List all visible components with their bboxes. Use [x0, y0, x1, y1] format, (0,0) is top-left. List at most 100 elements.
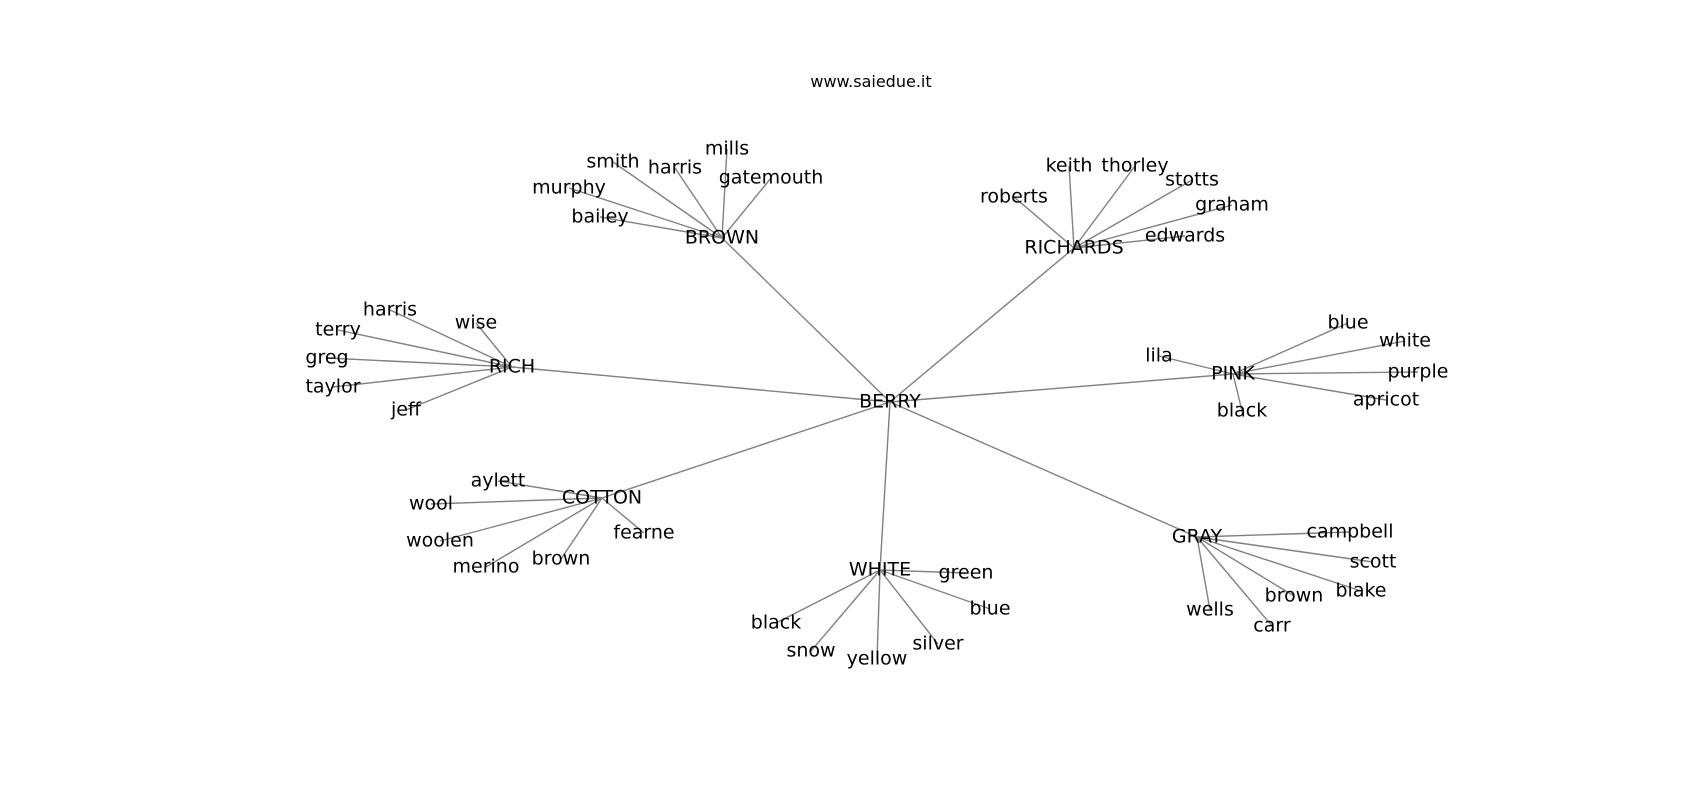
- edge-cotton-woolen: [439, 497, 603, 542]
- leaf-node-rich-jeff: jeff: [390, 399, 422, 421]
- group-node-rich: RICH: [489, 356, 535, 378]
- edge-root-white: [879, 401, 891, 571]
- leaf-node-white-silver: silver: [912, 633, 963, 655]
- edge-layer: [326, 148, 1419, 660]
- edge-white-silver: [879, 569, 939, 645]
- leaf-node-brown-murphy: murphy: [532, 177, 606, 199]
- edge-cotton-fearne: [601, 497, 645, 534]
- leaf-node-white-green: green: [939, 562, 994, 584]
- edge-pink-lila: [1158, 355, 1234, 375]
- edge-gray-brown: [1196, 536, 1295, 597]
- leaf-node-rich-harris: harris: [363, 299, 417, 321]
- edge-root-pink: [889, 373, 1234, 403]
- edge-gray-scott: [1196, 536, 1374, 563]
- edge-richards-thorley: [1073, 165, 1136, 249]
- edge-rich-taylor: [332, 366, 513, 388]
- leaf-node-white-blue: blue: [969, 598, 1010, 620]
- site-title: www.saiedue.it: [810, 72, 932, 91]
- leaf-node-cotton-aylett: aylett: [471, 470, 526, 492]
- edge-rich-wise: [475, 322, 513, 368]
- leaf-node-white-snow: snow: [786, 640, 835, 662]
- leaf-node-gray-wells: wells: [1186, 599, 1234, 621]
- edge-richards-stotts: [1073, 179, 1193, 249]
- group-node-pink: PINK: [1211, 363, 1255, 385]
- leaf-node-pink-apricot: apricot: [1353, 389, 1419, 411]
- edge-gray-wells: [1196, 536, 1211, 611]
- edge-richards-graham: [1073, 204, 1233, 249]
- edge-gray-carr: [1196, 536, 1273, 627]
- leaf-node-white-black: black: [751, 612, 801, 634]
- leaf-node-brown-harris: harris: [648, 157, 702, 179]
- edge-rich-greg: [326, 357, 513, 368]
- edge-rich-harris: [389, 309, 513, 368]
- edge-root-rich: [511, 366, 891, 403]
- edge-brown-smith: [612, 161, 723, 239]
- leaf-node-brown-smith: smith: [586, 151, 639, 173]
- leaf-node-richards-thorley: thorley: [1101, 155, 1168, 177]
- leaf-node-rich-greg: greg: [305, 347, 348, 369]
- edge-brown-mills: [721, 148, 728, 239]
- root-node-label: BERRY: [859, 391, 921, 413]
- leaf-node-pink-blue: blue: [1327, 312, 1368, 334]
- leaf-node-rich-taylor: taylor: [305, 376, 360, 398]
- edge-richards-edwards: [1073, 235, 1186, 249]
- leaf-node-pink-lila: lila: [1145, 345, 1172, 367]
- group-node-gray: GRAY: [1172, 526, 1223, 548]
- leaf-node-gray-brown: brown: [1265, 585, 1324, 607]
- edge-rich-jeff: [405, 366, 513, 411]
- leaf-node-cotton-wool: wool: [409, 493, 453, 515]
- group-node-richards: RICHARDS: [1024, 237, 1123, 259]
- edge-brown-harris: [674, 167, 723, 239]
- group-node-white: WHITE: [849, 559, 911, 581]
- edge-brown-gatemouth: [721, 177, 772, 239]
- leaf-node-richards-keith: keith: [1046, 155, 1093, 177]
- edge-root-gray: [889, 401, 1198, 538]
- group-node-cotton: COTTON: [562, 487, 642, 509]
- edge-white-yellow: [876, 569, 881, 660]
- edge-pink-apricot: [1232, 373, 1387, 401]
- leaf-node-pink-black: black: [1217, 400, 1267, 422]
- edge-cotton-brown: [560, 497, 603, 560]
- edge-root-richards: [889, 247, 1075, 403]
- leaf-node-pink-white: white: [1379, 330, 1431, 352]
- leaf-node-cotton-brown: brown: [532, 548, 591, 570]
- edge-brown-bailey: [599, 216, 723, 239]
- leaf-node-brown-bailey: bailey: [571, 206, 628, 228]
- leaf-node-richards-stotts: stotts: [1165, 169, 1219, 191]
- edge-gray-blake: [1196, 536, 1362, 592]
- leaf-node-cotton-merino: merino: [453, 556, 520, 578]
- group-node-brown: BROWN: [685, 227, 759, 249]
- edge-cotton-wool: [430, 497, 603, 505]
- leaf-node-cotton-woolen: woolen: [406, 530, 474, 552]
- edge-white-blue: [879, 569, 991, 610]
- edge-rich-terry: [337, 329, 513, 368]
- leaf-node-rich-wise: wise: [455, 312, 497, 334]
- edge-pink-purple: [1232, 371, 1419, 375]
- leaf-node-rich-terry: terry: [315, 319, 361, 341]
- leaf-node-gray-blake: blake: [1336, 580, 1387, 602]
- leaf-node-richards-edwards: edwards: [1145, 225, 1225, 247]
- leaf-node-gray-scott: scott: [1350, 551, 1397, 573]
- leaf-node-gray-campbell: campbell: [1307, 521, 1394, 543]
- edge-brown-murphy: [568, 187, 723, 239]
- edge-white-snow: [810, 569, 881, 652]
- leaf-node-pink-purple: purple: [1388, 361, 1449, 383]
- leaf-node-brown-gatemouth: gatemouth: [719, 167, 824, 189]
- edge-root-cotton: [601, 401, 891, 499]
- edge-white-green: [879, 569, 967, 574]
- edge-richards-roberts: [1013, 196, 1075, 249]
- edge-root-brown: [721, 237, 891, 403]
- leaf-node-richards-roberts: roberts: [980, 186, 1048, 208]
- edge-cotton-aylett: [497, 480, 603, 499]
- leaf-node-gray-carr: carr: [1253, 615, 1291, 637]
- edge-pink-blue: [1232, 322, 1349, 375]
- leaf-node-cotton-fearne: fearne: [613, 522, 674, 544]
- edge-white-black: [775, 569, 881, 624]
- edge-pink-white: [1232, 340, 1406, 375]
- edge-pink-black: [1232, 373, 1243, 412]
- leaf-node-white-yellow: yellow: [847, 648, 908, 670]
- leaf-node-brown-mills: mills: [705, 138, 749, 160]
